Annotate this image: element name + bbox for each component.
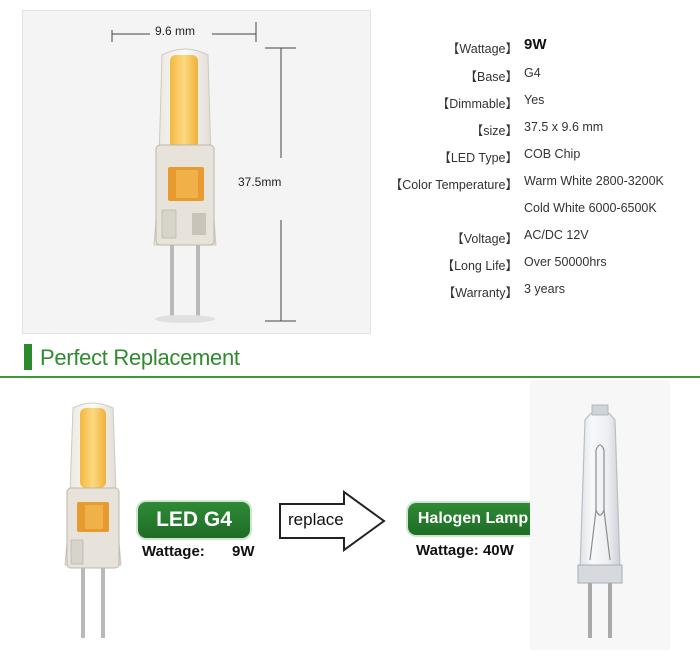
- spec-row-size: 【size】 37.5 x 9.6 mm: [370, 120, 700, 140]
- led-wattage-label: Wattage:: [142, 543, 205, 560]
- spec-row-warranty: 【Warranty】 3 years: [370, 282, 700, 302]
- spec-key: 【Warranty】: [442, 286, 518, 300]
- led-g4-badge: LED G4: [138, 502, 250, 538]
- halogen-lamp-badge: Halogen Lamp: [408, 503, 538, 535]
- replace-arrow-icon: [279, 490, 386, 552]
- spec-row-dimmable: 【Dimmable】 Yes: [370, 93, 700, 113]
- spec-key: 【Color Temperature】: [389, 178, 518, 192]
- spec-row-wattage: 【Wattage】 9W: [370, 36, 700, 58]
- spec-key: 【Voltage】: [451, 232, 518, 246]
- spec-key: 【LED Type】: [438, 151, 518, 165]
- width-dimension-label: 9.6 mm: [155, 24, 196, 38]
- spec-value: 3 years: [524, 282, 565, 296]
- spec-value: AC/DC 12V: [524, 228, 589, 242]
- spec-value: COB Chip: [524, 147, 581, 161]
- halogen-bulb-image: [530, 380, 670, 650]
- halogen-wattage: Wattage: 40W: [416, 542, 514, 559]
- replace-arrow-label: replace: [288, 510, 344, 529]
- spec-row-led-type: 【LED Type】 COB Chip: [370, 147, 700, 167]
- spec-key: 【Wattage】: [446, 42, 518, 56]
- spec-value: 37.5 x 9.6 mm: [524, 120, 604, 134]
- spec-value: Cold White 6000-6500K: [524, 201, 657, 215]
- spec-key: 【Base】: [464, 70, 519, 84]
- led-wattage-value: 9W: [232, 543, 255, 560]
- spec-row-base: 【Base】 G4: [370, 66, 700, 86]
- led-g4-bulb-image: [153, 48, 217, 323]
- led-g4-bulb-small-image: [64, 402, 122, 638]
- spec-row-color-temperature-cold: Cold White 6000-6500K: [370, 201, 700, 221]
- section-title: Perfect Replacement: [40, 345, 240, 370]
- spec-row-long-life: 【Long Life】 Over 50000hrs: [370, 255, 700, 275]
- spec-value: G4: [524, 66, 541, 80]
- spec-key: 【Long Life】: [441, 259, 518, 273]
- spec-value: Yes: [524, 93, 545, 107]
- spec-row-voltage: 【Voltage】 AC/DC 12V: [370, 228, 700, 248]
- height-dimension-label: 37.5mm: [238, 175, 282, 189]
- spec-key: 【Dimmable】: [436, 97, 518, 111]
- section-divider: [0, 376, 700, 378]
- spec-key: 【size】: [470, 124, 518, 138]
- section-accent-bar: [24, 344, 32, 370]
- spec-value: 9W: [524, 36, 547, 53]
- spec-value: Warm White 2800-3200K: [524, 174, 664, 188]
- spec-row-color-temperature: 【Color Temperature】 Warm White 2800-3200…: [370, 174, 700, 194]
- spec-value: Over 50000hrs: [524, 255, 607, 269]
